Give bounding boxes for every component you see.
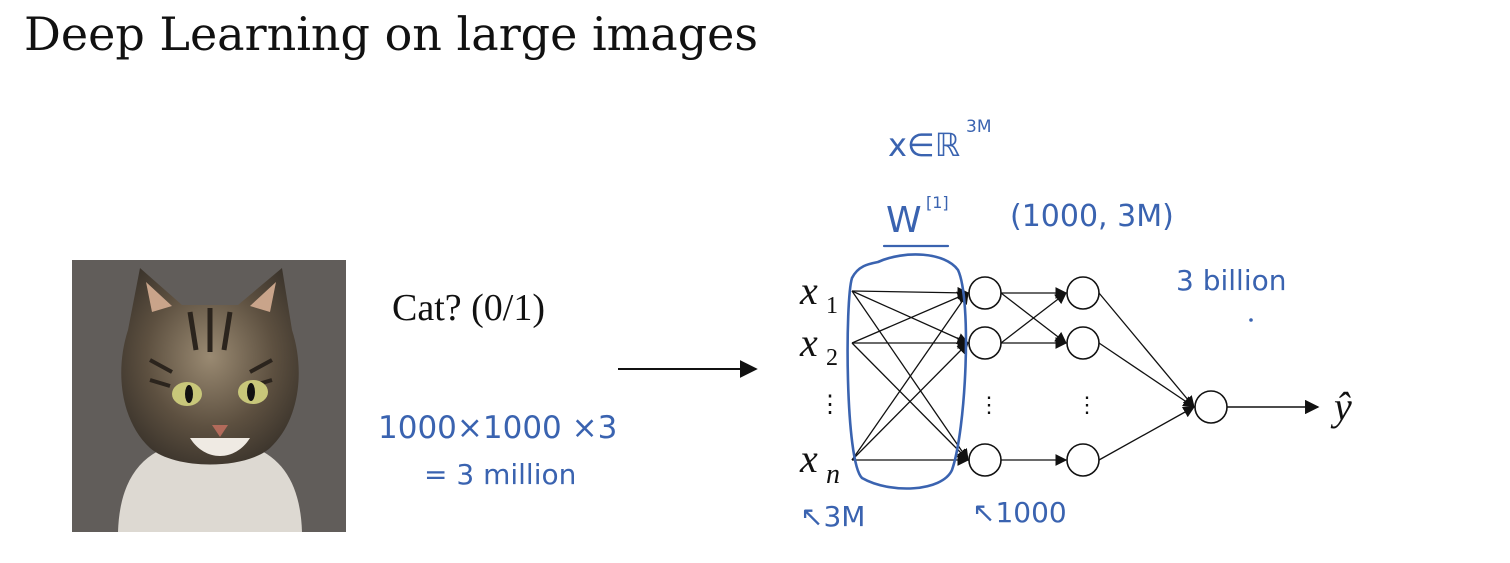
svg-text:x: x — [799, 320, 818, 365]
hidden2-node-n — [1066, 443, 1100, 477]
hidden1-ellipsis: ⋮ — [978, 392, 1000, 417]
svg-text:x∈ℝ: x∈ℝ — [888, 126, 960, 164]
svg-text:n: n — [826, 459, 840, 490]
hidden-layer-1: ⋮ — [968, 276, 1002, 477]
edges-hidden2-output — [1098, 292, 1196, 461]
svg-text:W: W — [886, 200, 922, 241]
pixel-count-line1: 1000×1000 ×3 — [378, 410, 617, 446]
input-xn: x n — [799, 436, 840, 490]
svg-text:[1]: [1] — [926, 193, 949, 212]
weight-count-annotation: 3 billion — [1176, 264, 1286, 297]
pixel-count-line2: = 3 million — [424, 458, 576, 491]
hidden-layer-2: ⋮ — [1066, 276, 1100, 477]
hidden2-node-1 — [1066, 276, 1100, 310]
svg-text:x: x — [799, 268, 818, 313]
question-label: Cat? (0/1) — [392, 287, 545, 329]
weight-loop — [846, 253, 968, 490]
weight-annotation: W [1] — [882, 193, 950, 248]
input-count-annotation: ↖3M — [800, 500, 865, 533]
hidden2-node-2 — [1066, 326, 1100, 360]
input-x1: x 1 — [799, 268, 838, 319]
hidden1-node-2 — [968, 326, 1002, 360]
svg-text:3M: 3M — [966, 117, 991, 137]
hidden2-ellipsis: ⋮ — [1076, 392, 1098, 417]
x-space-annotation: x∈ℝ 3M — [888, 117, 991, 164]
svg-text:x: x — [799, 436, 818, 481]
output-node — [1194, 390, 1228, 424]
input-ellipsis: ⋮ — [818, 392, 842, 418]
input-x2: x 2 — [799, 320, 838, 371]
output-yhat: ŷ — [1330, 384, 1352, 429]
cat-photo — [72, 260, 346, 532]
hidden-count-annotation: ↖1000 — [972, 496, 1067, 529]
hidden1-node-n — [968, 443, 1002, 477]
svg-text:1: 1 — [826, 293, 838, 319]
edges-hidden1-hidden2 — [1000, 287, 1068, 466]
weight-shape-annotation: (1000, 3M) — [1010, 199, 1174, 234]
svg-text:2: 2 — [826, 345, 838, 371]
stray-dot — [1249, 318, 1253, 322]
slide-title: Deep Learning on large images — [24, 7, 758, 61]
hidden1-node-1 — [968, 276, 1002, 310]
edges-input-hidden1 — [851, 286, 970, 466]
